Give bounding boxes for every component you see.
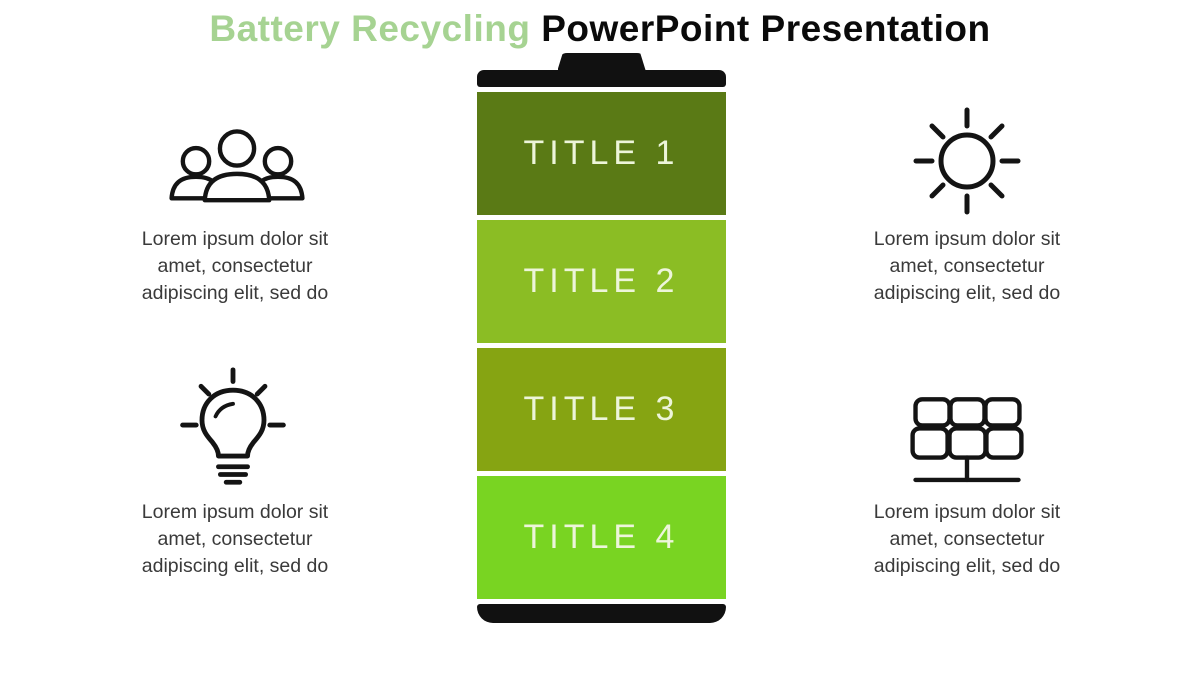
slide-title-rest: PowerPoint Presentation (530, 8, 991, 49)
description-line: Lorem ipsum dolor sit (141, 228, 329, 250)
description-line: Lorem ipsum dolor sit (873, 228, 1061, 250)
battery-segment-3-label: TITLE 3 (523, 390, 680, 428)
group-icon (158, 128, 316, 210)
description-line: adipiscing elit, sed do (141, 282, 329, 304)
battery-segment-2-label: TITLE 2 (523, 262, 680, 300)
battery-segment-1: TITLE 1 (477, 92, 726, 215)
battery-graphic: TITLE 1 TITLE 2 TITLE 3 TITLE 4 (477, 53, 726, 623)
battery-top-cap (477, 70, 726, 87)
description-bottom-left: Lorem ipsum dolor sit amet, consectetur … (95, 499, 375, 580)
battery-segment-4-label: TITLE 4 (523, 518, 680, 556)
battery-segment-2: TITLE 2 (477, 220, 726, 343)
battery-segment-3: TITLE 3 (477, 348, 726, 471)
battery-terminal-nub (557, 53, 646, 70)
description-line: Lorem ipsum dolor sit (873, 501, 1061, 523)
description-line: adipiscing elit, sed do (873, 555, 1061, 577)
slide-title: Battery Recycling PowerPoint Presentatio… (0, 8, 1200, 50)
description-line: adipiscing elit, sed do (141, 555, 329, 577)
description-line: Lorem ipsum dolor sit (141, 501, 329, 523)
description-top-left: Lorem ipsum dolor sit amet, consectetur … (95, 226, 375, 307)
description-line: adipiscing elit, sed do (873, 282, 1061, 304)
battery-bottom-base (477, 604, 726, 623)
battery-segment-1-label: TITLE 1 (523, 134, 680, 172)
solar-panel-icon (899, 392, 1035, 492)
description-line: amet, consectetur (889, 528, 1045, 550)
battery-segment-4: TITLE 4 (477, 476, 726, 599)
lightbulb-icon (170, 366, 296, 490)
description-top-right: Lorem ipsum dolor sit amet, consectetur … (827, 226, 1107, 307)
description-line: amet, consectetur (157, 528, 313, 550)
sun-icon (912, 106, 1022, 216)
description-bottom-right: Lorem ipsum dolor sit amet, consectetur … (827, 499, 1107, 580)
description-line: amet, consectetur (889, 255, 1045, 277)
slide-title-highlight: Battery Recycling (209, 8, 531, 49)
description-line: amet, consectetur (157, 255, 313, 277)
